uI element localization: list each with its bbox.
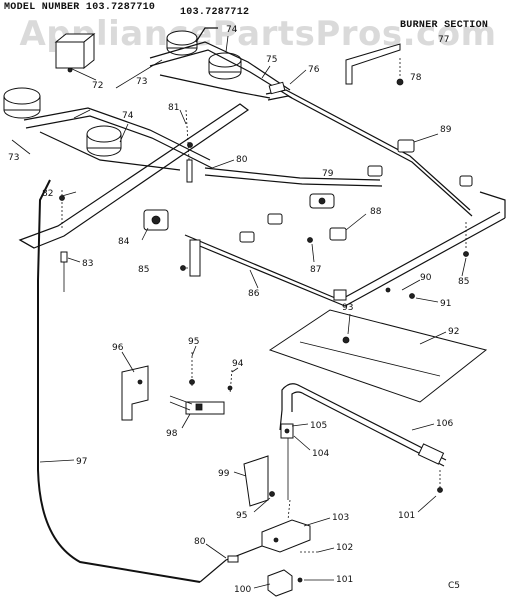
part-104-orifice (280, 423, 294, 439)
label-101-right: 101 (398, 511, 415, 521)
model-number-alt: 103.7287712 (180, 7, 250, 18)
label-81: 81 (168, 103, 179, 113)
label-97: 97 (76, 457, 87, 467)
label-88: 88 (370, 207, 382, 217)
label-86: 86 (248, 289, 260, 299)
label-83: 83 (82, 259, 93, 269)
label-74-upper: 74 (226, 25, 238, 35)
label-80-lower: 80 (194, 537, 206, 547)
screws-95-94 (189, 352, 233, 395)
label-85-left: 85 (138, 265, 149, 275)
watermark: AppliancePartsPros.com (19, 14, 497, 54)
part-72-valve-block (54, 32, 97, 81)
part-80-lower-tube (199, 545, 263, 583)
label-78: 78 (410, 73, 422, 83)
label-95-upper: 95 (188, 337, 199, 347)
part-88-valve (329, 227, 347, 241)
part-80-tube (204, 167, 383, 187)
label-90: 90 (420, 273, 432, 283)
label-95-lower: 95 (236, 511, 247, 521)
part-84-valve (143, 209, 169, 231)
part-98-ignitor (169, 395, 225, 415)
label-84: 84 (118, 237, 130, 247)
label-87: 87 (310, 265, 321, 275)
part-96-bracket (121, 365, 149, 421)
label-94: 94 (232, 359, 244, 369)
section-title: BURNER SECTION (400, 20, 489, 31)
label-96: 96 (112, 343, 124, 353)
part-76-gas-tube (265, 81, 473, 217)
label-99: 99 (218, 469, 230, 479)
part-79-valve (309, 193, 335, 209)
label-98: 98 (166, 429, 178, 439)
label-106: 106 (436, 419, 453, 429)
label-74-lower: 74 (122, 111, 134, 121)
label-73-lower: 73 (8, 153, 19, 163)
label-93: 93 (342, 303, 353, 313)
label-79: 79 (322, 169, 334, 179)
label-101-bottom: 101 (336, 575, 353, 585)
label-80-upper: 80 (236, 155, 248, 165)
part-85-bracket (189, 239, 201, 277)
footer-code: C5 (448, 581, 460, 591)
label-76: 76 (308, 65, 320, 75)
model-number-label: MODEL NUMBER 103.7287710 (4, 2, 156, 13)
label-100: 100 (234, 585, 251, 595)
label-73-upper: 73 (136, 77, 147, 87)
label-91: 91 (440, 299, 451, 309)
leader-lines (11, 35, 467, 589)
label-103: 103 (332, 513, 349, 523)
label-82: 82 (42, 189, 53, 199)
label-102: 102 (336, 543, 353, 553)
label-75: 75 (266, 55, 277, 65)
part-97-thermocouple-tube (37, 179, 201, 583)
label-85-right: 85 (458, 277, 469, 287)
part-74-upper-burner (149, 27, 293, 99)
part-106-oven-burner (279, 383, 447, 493)
label-104: 104 (312, 449, 329, 459)
small-valves (239, 165, 473, 243)
part-labels: 72 73 73 74 75 76 77 78 73 74 81 89 80 7… (8, 25, 469, 595)
label-105: 105 (310, 421, 327, 431)
part-100-bracket (267, 569, 303, 597)
part-81-manifold (18, 103, 250, 249)
part-92-burner-pan (268, 309, 488, 403)
label-92: 92 (448, 327, 459, 337)
part-77-bracket (345, 43, 404, 86)
label-72: 72 (92, 81, 103, 91)
part-86-front-rail (184, 191, 506, 307)
screws (59, 190, 469, 299)
label-89: 89 (440, 125, 452, 135)
label-77: 77 (438, 35, 449, 45)
part-89-valve (397, 139, 415, 153)
part-73-lower-burner (3, 87, 213, 171)
